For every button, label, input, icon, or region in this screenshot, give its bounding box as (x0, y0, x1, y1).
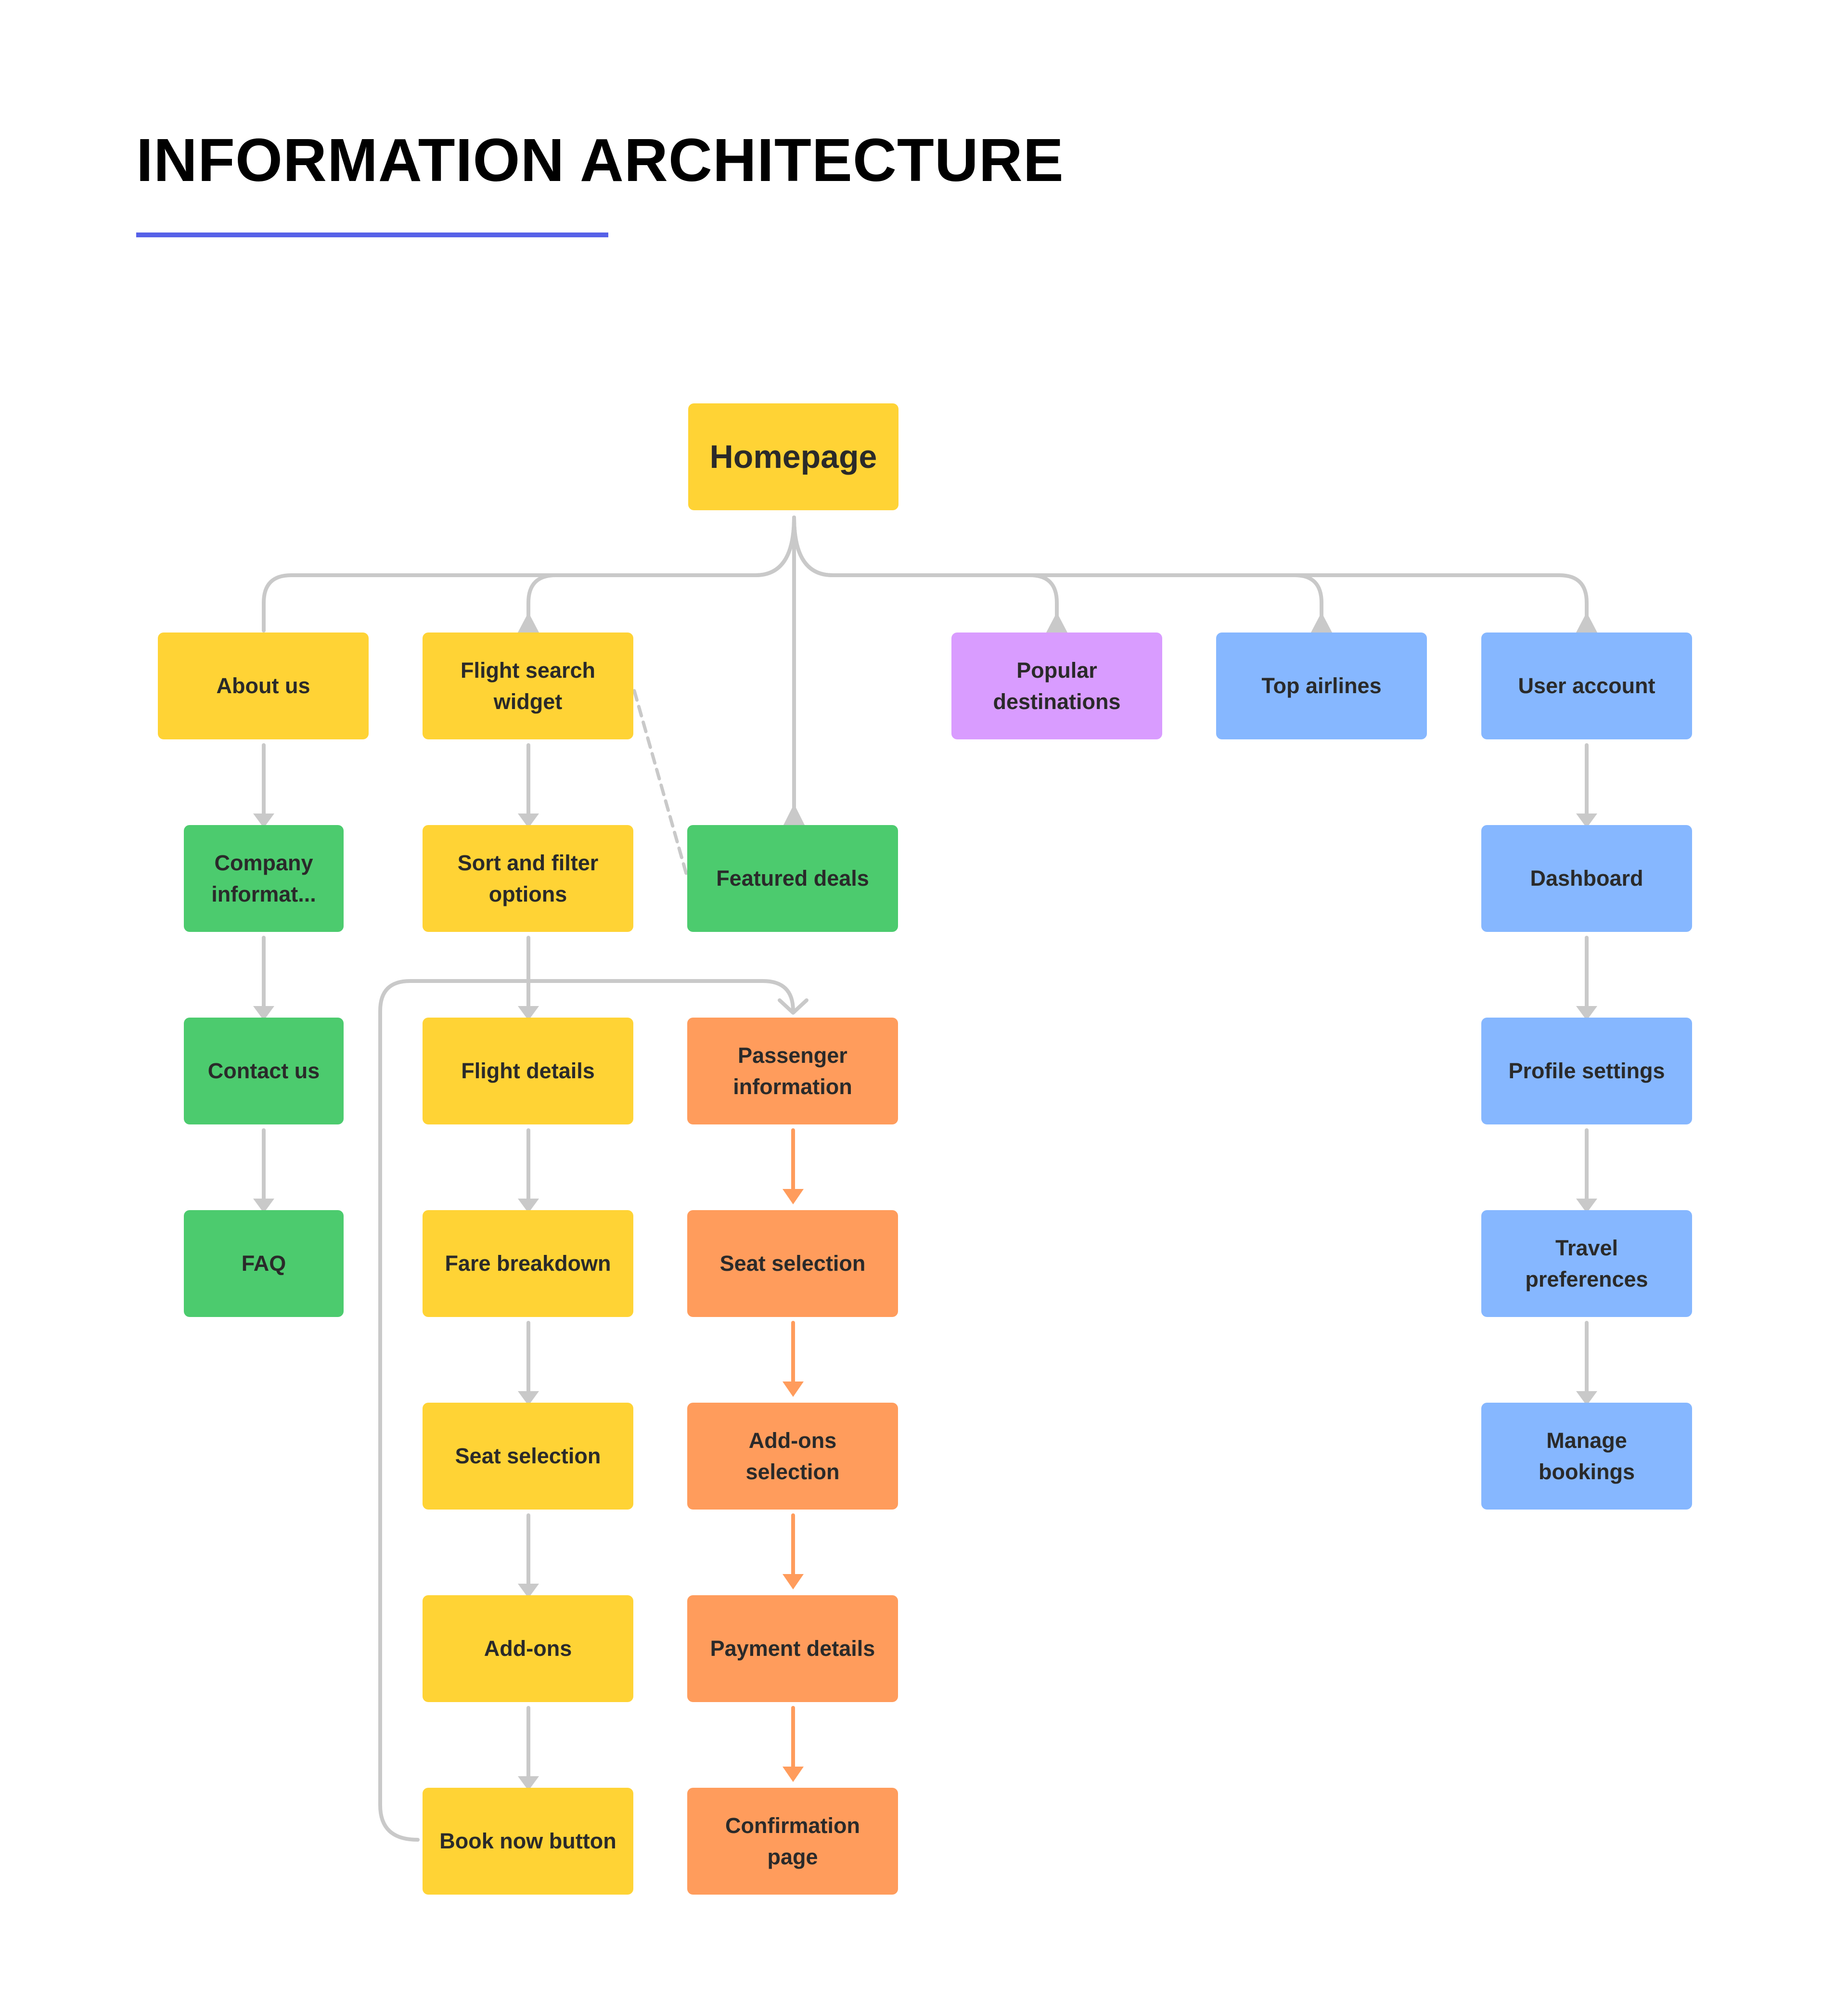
node-featured-deals[interactable]: Featured deals (687, 825, 898, 932)
node-label: User account (1518, 673, 1656, 698)
node-label: Contact us (207, 1059, 320, 1084)
node-label: Confirmation page (725, 1813, 860, 1869)
node-label: Sort and filter options (457, 850, 599, 906)
arrowhead-flight-search-up (518, 612, 539, 633)
arrowhead-details (518, 1006, 539, 1020)
node-passenger-information[interactable]: Passenger information (687, 1018, 898, 1124)
node-top-airlines[interactable]: Top airlines (1216, 633, 1427, 739)
node-fare-breakdown[interactable]: Fare breakdown (423, 1210, 633, 1317)
title-underline (136, 232, 608, 237)
arrowhead-profile (1576, 1006, 1597, 1020)
node-label: FAQ (241, 1251, 286, 1276)
node-sort-filter-options[interactable]: Sort and filter options (423, 825, 633, 932)
arrowhead-seat-selection-2 (783, 1189, 804, 1204)
arrowhead-confirmation (783, 1767, 804, 1782)
node-contact-us[interactable]: Contact us (184, 1018, 344, 1124)
connector-book-loop-passenger (378, 979, 795, 1842)
node-confirmation-page[interactable]: Confirmation page (687, 1788, 898, 1895)
arrowhead-book (518, 1776, 539, 1791)
node-label: Passenger information (733, 1043, 852, 1099)
open-arrow-passenger (778, 998, 808, 1015)
arrowhead-faq (253, 1199, 274, 1213)
connector-homepage-user-account (792, 516, 1589, 633)
node-payment-details[interactable]: Payment details (687, 1595, 898, 1702)
node-label: Flight search widget (460, 658, 596, 714)
node-label: Seat selection (719, 1251, 866, 1276)
node-book-now-button[interactable]: Book now button (423, 1788, 633, 1895)
arrowhead-seat (518, 1391, 539, 1406)
node-faq[interactable]: FAQ (184, 1210, 344, 1317)
arrowhead-featured-up (783, 804, 805, 825)
node-label: Dashboard (1530, 866, 1643, 891)
node-flight-search-widget[interactable]: Flight search widget (423, 633, 633, 739)
node-label: Profile settings (1508, 1059, 1665, 1084)
node-label: Featured deals (716, 866, 869, 891)
connector-search-featured-dashed (632, 689, 688, 876)
node-label: Add-ons (484, 1636, 572, 1661)
arrowhead-dashboard (1576, 813, 1597, 828)
arrowhead-popular-up (1046, 612, 1067, 633)
connector-homepage-flight-search (526, 516, 796, 633)
arrowhead-sort (518, 813, 539, 828)
node-label: Company informat... (211, 850, 316, 906)
node-label: Popular destinations (993, 658, 1121, 714)
arrowhead-payment (783, 1574, 804, 1589)
arrowhead-user-account-up (1576, 612, 1597, 633)
node-dashboard[interactable]: Dashboard (1481, 825, 1692, 932)
node-homepage[interactable]: Homepage (688, 403, 898, 510)
node-label: Seat selection (455, 1444, 601, 1469)
arrowhead-company (253, 813, 274, 828)
arrowhead-contact (253, 1006, 274, 1020)
node-label: Payment details (710, 1636, 875, 1661)
page-title: INFORMATION ARCHITECTURE (136, 126, 1064, 194)
node-popular-destinations[interactable]: Popular destinations (951, 633, 1162, 739)
node-profile-settings[interactable]: Profile settings (1481, 1018, 1692, 1124)
node-seat-selection-booking[interactable]: Seat selection (687, 1210, 898, 1317)
arrowhead-top-airlines-up (1311, 612, 1332, 633)
node-add-ons[interactable]: Add-ons (423, 1595, 633, 1702)
node-seat-selection[interactable]: Seat selection (423, 1403, 633, 1510)
arrowhead-travel (1576, 1199, 1597, 1213)
node-label: Flight details (461, 1059, 595, 1084)
node-user-account[interactable]: User account (1481, 633, 1692, 739)
node-company-information[interactable]: Company informat... (184, 825, 344, 932)
node-label: Add-ons selection (745, 1428, 840, 1484)
node-add-ons-selection[interactable]: Add-ons selection (687, 1403, 898, 1510)
arrowhead-addons (518, 1584, 539, 1598)
node-label: Book now button (439, 1829, 616, 1854)
arrowhead-fare (518, 1199, 539, 1213)
node-label: About us (216, 673, 310, 698)
node-label: Fare breakdown (445, 1251, 611, 1276)
node-label: Manage bookings (1539, 1428, 1635, 1484)
arrowhead-bookings (1576, 1391, 1597, 1406)
node-label: Homepage (709, 438, 877, 475)
node-about-us[interactable]: About us (158, 633, 369, 739)
node-travel-preferences[interactable]: Travel preferences (1481, 1210, 1692, 1317)
node-label: Top airlines (1261, 673, 1382, 698)
node-manage-bookings[interactable]: Manage bookings (1481, 1403, 1692, 1510)
node-flight-details[interactable]: Flight details (423, 1018, 633, 1124)
arrowhead-addons-selection (783, 1381, 804, 1397)
node-label: Travel preferences (1525, 1235, 1648, 1291)
